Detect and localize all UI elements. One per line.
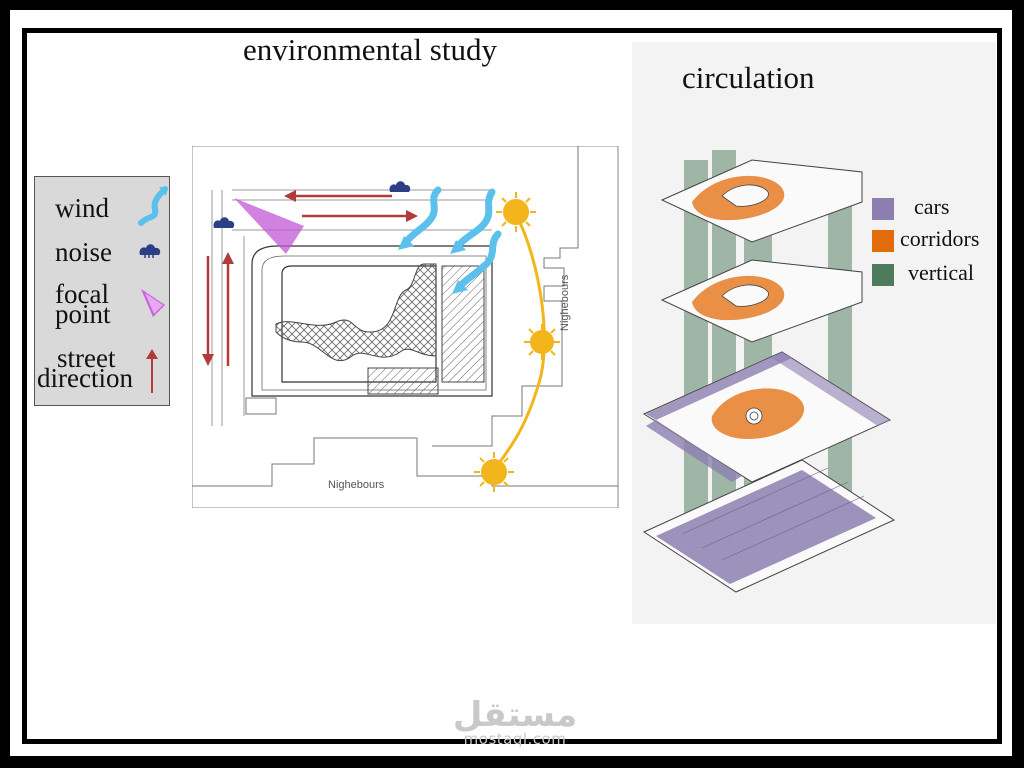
cars-swatch (872, 198, 894, 220)
vertical-swatch (872, 264, 894, 286)
wind-icon (138, 186, 168, 226)
floor-2 (660, 259, 863, 343)
corridors-swatch (872, 230, 894, 252)
neighbours-bottom-label: Nighebours (328, 479, 385, 491)
sun-icon (524, 324, 560, 360)
site-plan: Nighebours Nighebours (192, 146, 619, 508)
environmental-legend: wind noise focal point street direction (34, 176, 170, 406)
watermark-latin: mostaql.com (463, 730, 567, 748)
noise-icon (389, 181, 411, 192)
legend-direction-label: direction (37, 363, 133, 393)
circulation-title: circulation (682, 60, 815, 95)
wind-icon (454, 188, 496, 250)
watermark: مستقل mostaql.com (435, 695, 595, 748)
circulation-axonometric (642, 150, 896, 593)
street-arrows (202, 190, 418, 366)
sheet: environmental study wind noise focal poi… (10, 10, 1012, 756)
legend-corridors-label: corridors (900, 226, 980, 251)
wind-icon (402, 186, 442, 246)
street-direction-icon (146, 349, 158, 393)
legend-noise-label: noise (55, 237, 112, 267)
watermark-arabic: مستقل (452, 695, 578, 735)
noise-icon (139, 244, 161, 258)
legend-street-label: street (57, 343, 116, 373)
wind-icon (456, 230, 502, 290)
sun-icon (496, 192, 536, 232)
legend-point-label: point (55, 299, 111, 329)
legend-cars-label: cars (914, 194, 950, 219)
legend-vertical-label: vertical (908, 260, 974, 285)
legend-wind-label: wind (55, 193, 109, 223)
floor-3 (642, 351, 892, 483)
legend-focal-label: focal (55, 279, 109, 309)
focal-point-icon (141, 289, 165, 317)
neighbours-right-label: Nighebours (559, 274, 571, 331)
sun-icon (474, 452, 514, 492)
floor-1 (660, 159, 863, 243)
floor-4 (642, 459, 896, 593)
environmental-study-title: environmental study (243, 32, 497, 67)
focal-point-icon (234, 198, 304, 254)
noise-icon (213, 217, 235, 228)
